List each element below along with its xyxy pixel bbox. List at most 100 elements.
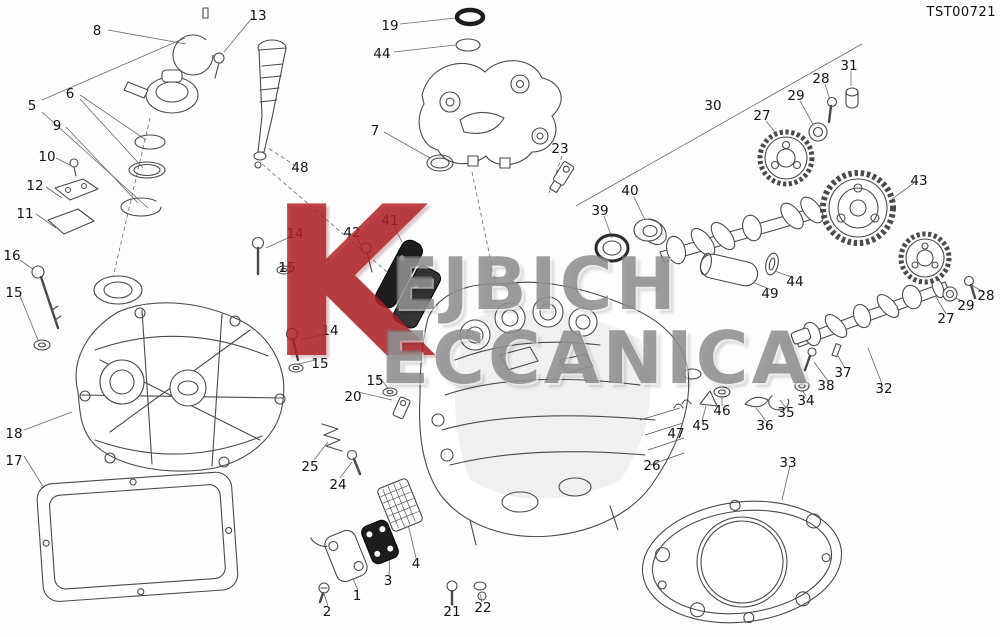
spring-washer	[808, 122, 828, 142]
oil-jet-20	[392, 396, 411, 420]
flange-bracket-1	[310, 529, 368, 583]
part-callout-20: 20	[344, 389, 361, 405]
pressure-sensor	[549, 161, 575, 194]
part-callout-1: 1	[353, 588, 362, 604]
snap-ring	[120, 197, 162, 217]
part-callout-44: 44	[373, 46, 390, 62]
part-callout-27: 27	[937, 311, 954, 327]
spark-plug-tube	[253, 39, 287, 169]
o-ring	[128, 161, 166, 179]
part-callout-5: 5	[28, 98, 37, 114]
breather-bolt	[213, 52, 225, 64]
reed-plate	[54, 178, 99, 201]
part-callout-25: 25	[301, 459, 318, 475]
valve-collets	[673, 368, 731, 409]
part-callout-35: 35	[777, 405, 794, 421]
part-callout-30: 30	[704, 98, 721, 114]
part-callout-8: 8	[93, 23, 102, 39]
part-callout-46: 46	[713, 403, 730, 419]
part-callout-3: 3	[384, 573, 393, 589]
o-ring-44	[455, 38, 481, 52]
part-callout-13: 13	[249, 8, 266, 24]
part-callout-47: 47	[667, 426, 684, 442]
part-callout-23: 23	[551, 141, 568, 157]
cam-seal-and-cap	[594, 218, 667, 263]
part-callout-29: 29	[787, 88, 804, 104]
part-callout-37: 37	[834, 365, 851, 381]
breather-base	[93, 275, 143, 305]
part-callout-17: 17	[5, 453, 22, 469]
part-callout-14: 14	[321, 323, 338, 339]
part-callout-42: 42	[343, 225, 360, 241]
part-callout-33: 33	[779, 455, 796, 471]
part-callout-10: 10	[38, 149, 55, 165]
part-callout-49: 49	[761, 286, 778, 302]
perforated-plate-4	[377, 478, 423, 532]
cam-bracket	[418, 60, 562, 172]
part-callout-19: 19	[381, 18, 398, 34]
rubber-grommet-3	[361, 519, 399, 565]
part-callout-38: 38	[817, 378, 834, 394]
sensor-bolt	[360, 242, 372, 254]
head-gasket	[641, 499, 843, 624]
part-callout-9: 9	[53, 118, 62, 134]
part-callout-43: 43	[910, 173, 927, 189]
timing-small-parts	[744, 327, 842, 411]
part-callout-34: 34	[797, 393, 814, 409]
cam-gear-set-upper	[757, 87, 896, 246]
part-callout-21: 21	[443, 604, 460, 620]
o-ring	[134, 134, 166, 150]
plate-screw	[69, 158, 79, 168]
part-callout-36: 36	[756, 418, 773, 434]
part-callout-32: 32	[875, 381, 892, 397]
part-callout-39: 39	[591, 203, 608, 219]
part-callout-41: 41	[381, 213, 398, 229]
cam-position-sensor	[360, 239, 442, 329]
part-callout-28: 28	[812, 71, 829, 87]
part-callout-7: 7	[371, 123, 380, 139]
part-callout-44: 44	[786, 274, 803, 290]
bolt-21	[446, 580, 458, 592]
part-callout-24: 24	[329, 477, 346, 493]
part-callout-15: 15	[311, 356, 328, 372]
part-callout-11: 11	[16, 206, 33, 222]
part-callout-48: 48	[291, 160, 308, 176]
part-callout-4: 4	[412, 556, 421, 572]
valve-cover	[75, 302, 286, 472]
part-callout-14: 14	[286, 226, 303, 242]
part-callout-31: 31	[840, 58, 857, 74]
gear-bolt	[826, 96, 838, 108]
washer-22	[473, 581, 487, 591]
circlip-screw	[202, 7, 209, 19]
cam-gear-lower	[898, 231, 952, 285]
part-callout-16: 16	[3, 248, 20, 264]
part-callout-12: 12	[26, 178, 43, 194]
cylinder-head	[419, 281, 690, 546]
plug-31	[845, 87, 859, 97]
part-callout-6: 6	[66, 86, 75, 102]
part-callout-45: 45	[692, 418, 709, 434]
seal-ring-19	[454, 7, 486, 27]
spacer-44	[765, 252, 779, 276]
part-callout-2: 2	[323, 604, 332, 620]
intake-camshaft	[794, 231, 977, 348]
timing-gear-43	[820, 170, 896, 246]
spring-25	[321, 423, 343, 452]
part-callout-15: 15	[278, 260, 295, 276]
drawing-code: TST00721	[926, 5, 996, 20]
bracket-o-ring	[426, 154, 454, 172]
breather-valve-assembly	[47, 7, 225, 305]
cover-gasket	[36, 471, 239, 602]
part-callout-22: 22	[474, 600, 491, 616]
reed-gasket	[47, 208, 95, 235]
roller-pin	[699, 252, 779, 287]
part-callout-15: 15	[366, 373, 383, 389]
part-callout-40: 40	[621, 183, 638, 199]
part-callout-15: 15	[5, 285, 22, 301]
part-callout-27: 27	[753, 108, 770, 124]
bolt-24	[346, 449, 358, 461]
part-callout-29: 29	[957, 298, 974, 314]
